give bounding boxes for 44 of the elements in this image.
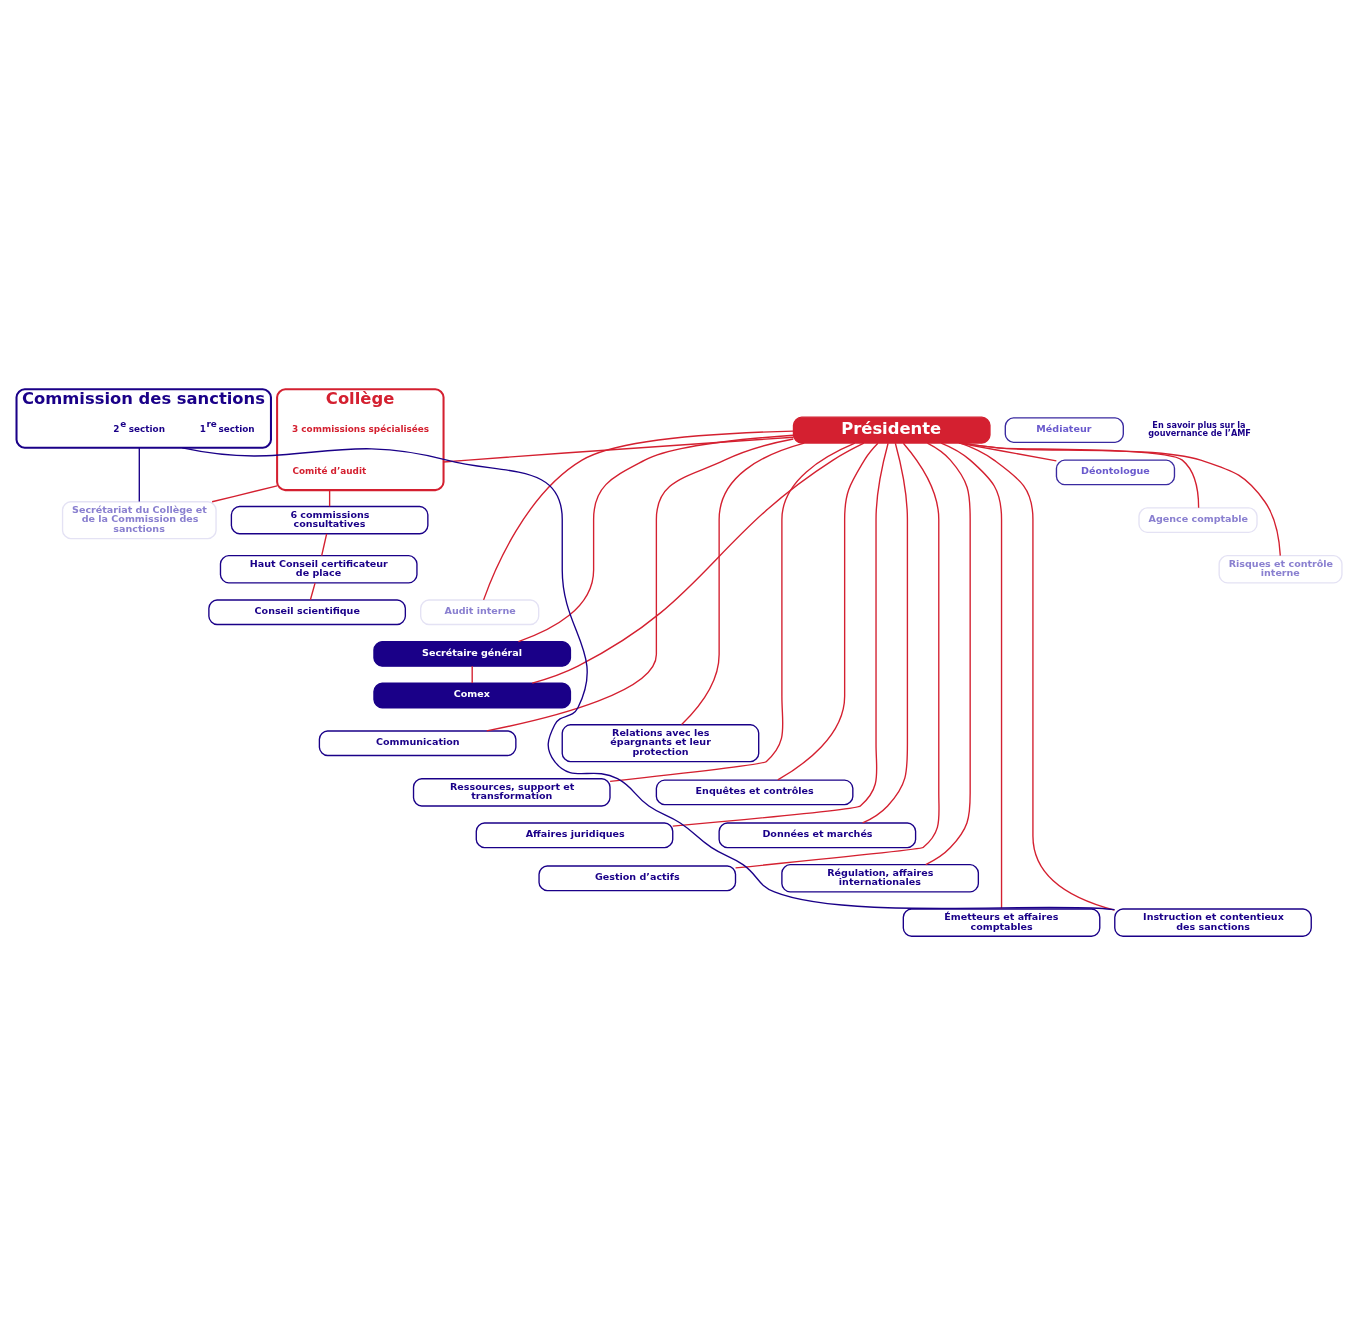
connector: [734, 442, 940, 869]
node-box: Relations avec les épargnants et leur protection: [561, 724, 760, 763]
node-box: Enquêtes et contrôles: [655, 779, 854, 806]
connector: [777, 442, 879, 781]
node-box: Émetteurs et affaires comptables: [902, 908, 1101, 937]
connector: [925, 442, 971, 866]
node-box: Conseil scientifique: [208, 599, 406, 626]
node-box: Présidente: [792, 416, 991, 444]
node-box: Agence comptable: [1138, 507, 1258, 534]
connector: [609, 442, 856, 782]
node-text: 3 commissions spécialisées: [292, 423, 430, 434]
connector: [672, 442, 889, 827]
connector: [517, 434, 795, 643]
node-box: Risques et contrôle interne: [1218, 554, 1343, 584]
connector: [940, 442, 1003, 910]
connector: [211, 485, 278, 503]
connector: [309, 582, 316, 601]
node-box: Déontologue: [1055, 459, 1176, 486]
node-box: Ressources, support et transformation: [412, 778, 611, 807]
node-text: Comité d’audit: [292, 466, 367, 477]
node-box: Communication: [318, 730, 517, 757]
node-box: 6 commissions consultatives: [230, 505, 429, 535]
node-box: Affaires juridiques: [475, 822, 674, 849]
node-box: Secrétariat du Collège et de la Commission des sanctions: [61, 501, 217, 540]
node-box: Données et marchés: [718, 822, 917, 849]
connector: [959, 442, 1116, 911]
node-box: Gestion d’actifs: [538, 865, 737, 892]
label: En savoir plus sur la gouvernance de l’AMF: [1148, 419, 1251, 438]
connector: [181, 447, 1116, 911]
node-box: Régulation, affaires internationales: [781, 863, 980, 893]
connector: [442, 436, 795, 463]
node-box: Comex: [373, 682, 572, 709]
connector: [861, 442, 909, 824]
connector: [958, 442, 1058, 462]
connector: [486, 438, 794, 732]
connector: [321, 533, 328, 557]
node-box: Audit interne: [420, 599, 540, 626]
connector: [482, 430, 795, 601]
connector: [680, 442, 805, 726]
node-box: Haut Conseil certificateur de place: [219, 554, 418, 584]
node-box: Secrétaire général: [373, 640, 572, 667]
node-box: Instruction et contentieux des sanctions: [1114, 908, 1312, 937]
node-box: Médiateur: [1004, 417, 1124, 444]
connector: [138, 447, 140, 503]
